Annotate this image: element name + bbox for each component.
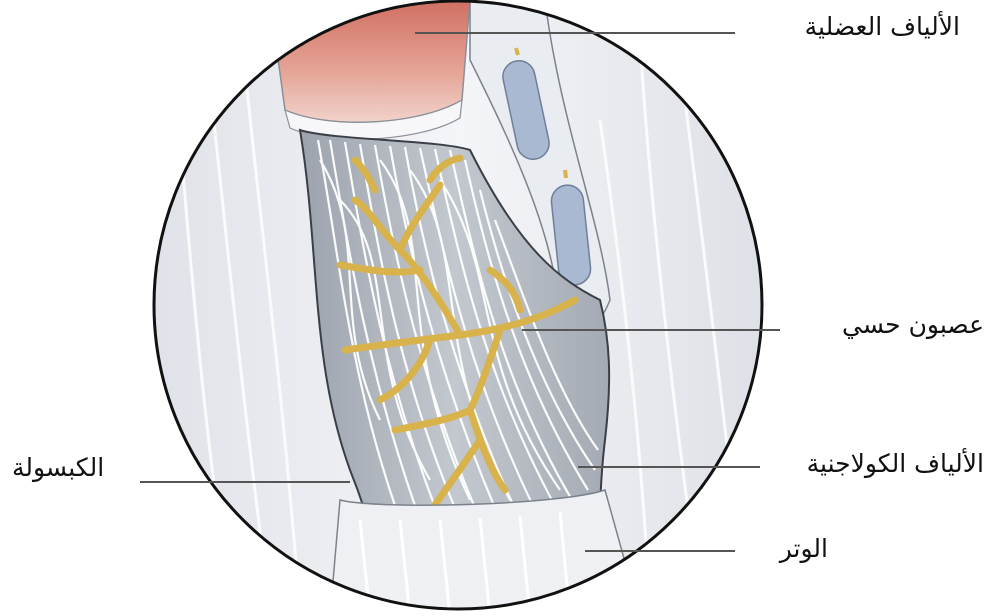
label-tendon: الوتر: [780, 536, 828, 561]
label-collagen-fibers: الألياف الكولاجنية: [807, 451, 984, 476]
muscle-fiber-bundle: [270, 0, 470, 122]
label-muscle-fibers: الألياف العضلية: [805, 14, 960, 39]
label-sensory-neuron: عصبون حسي: [842, 312, 984, 337]
label-capsule: الكبسولة: [12, 455, 104, 480]
nerve-node-2: [565, 170, 566, 178]
nerve-node-1: [516, 48, 518, 55]
